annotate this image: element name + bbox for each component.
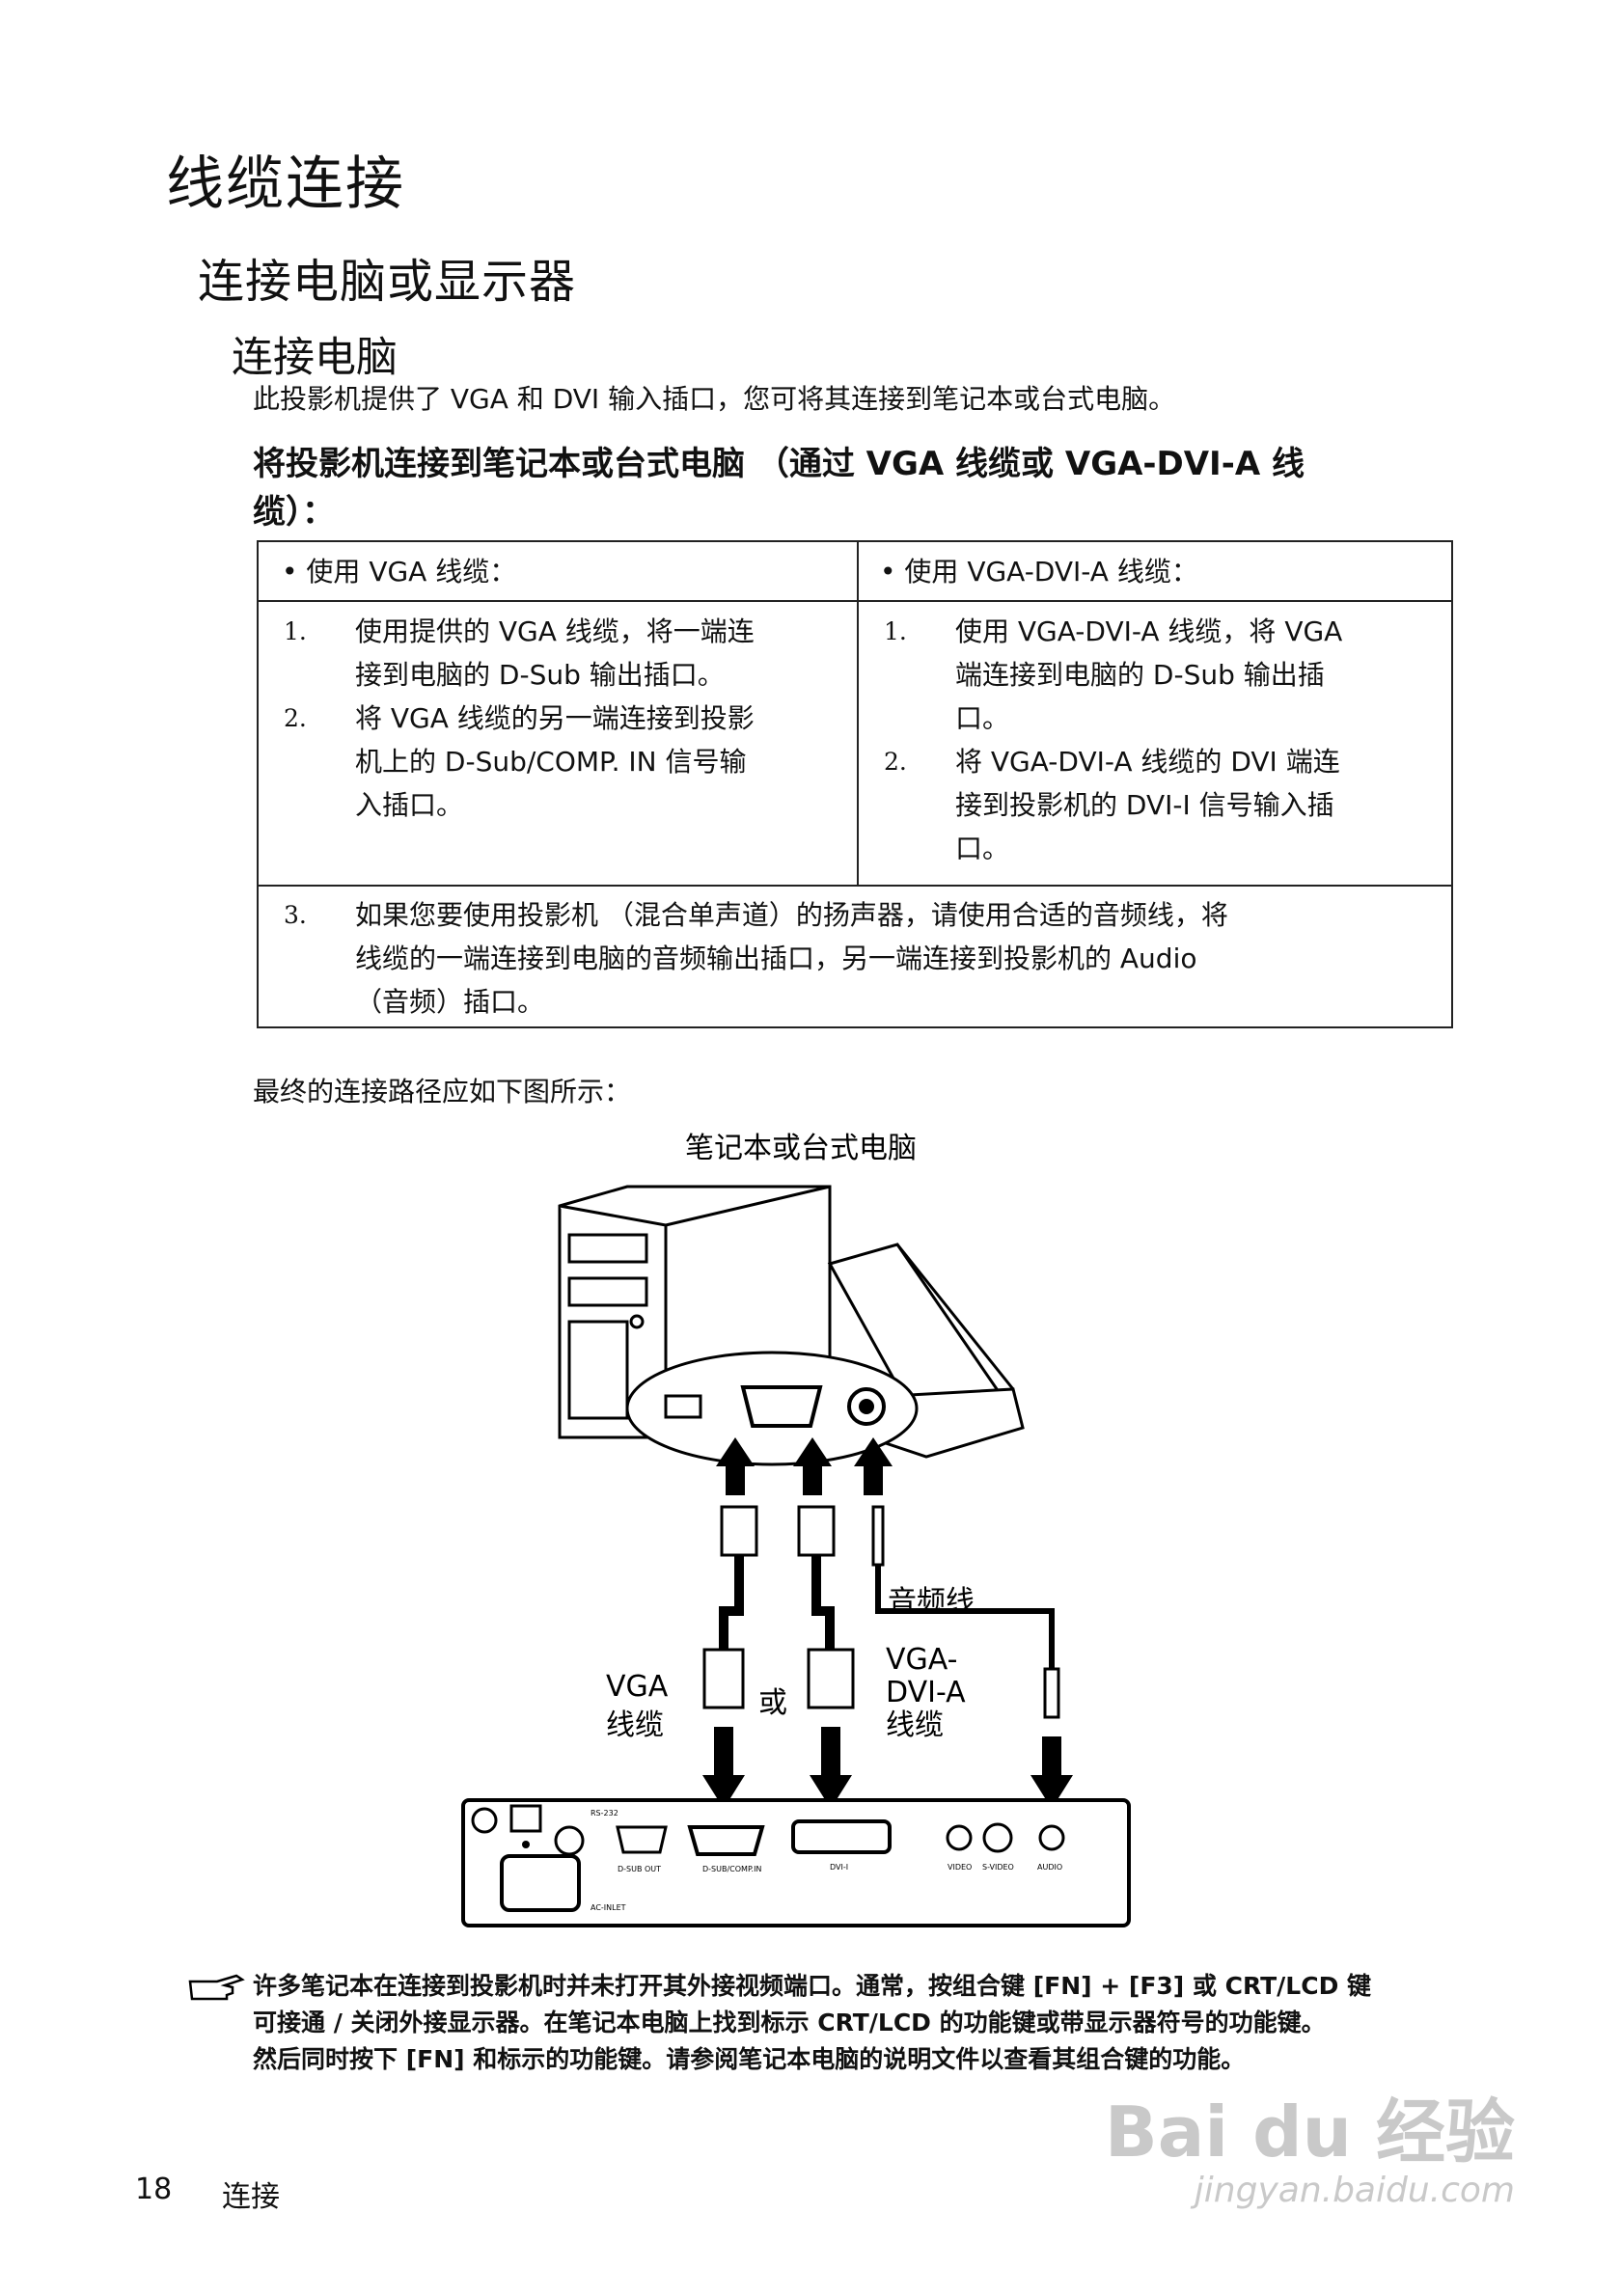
right-steps: 1. 使用 VGA-DVI-A 线缆，将 VGA 端连接到电脑的 D-Sub 输… [859, 610, 1452, 870]
computer-ports-callout [625, 1351, 919, 1466]
arrow-up-icon [716, 1437, 755, 1495]
video-port-icon [946, 1824, 973, 1851]
step-line: 使用 VGA-DVI-A 线缆，将 VGA [955, 615, 1343, 647]
dsub-comp-in-port-icon [687, 1825, 765, 1856]
arrow-down-icon [1030, 1736, 1073, 1809]
step-line: 口。 [955, 702, 1010, 734]
vga-connector-icon [702, 1648, 745, 1709]
up-arrows [716, 1437, 893, 1495]
ac-inlet-icon [500, 1854, 581, 1912]
dsub-out-port-icon [616, 1825, 668, 1854]
step-line: 口。 [955, 833, 1010, 864]
usb-port-icon [664, 1394, 702, 1419]
page-number: 18 [135, 2173, 173, 2206]
audio-plug-icon [1043, 1667, 1060, 1719]
vga-cable-label-2: 线缆 [606, 1708, 664, 1742]
subsection-heading: 连接电脑 [232, 334, 398, 382]
rs232-label: RS-232 [591, 1809, 618, 1818]
pointing-hand-icon [188, 1974, 245, 2001]
ac-inlet-label: AC-INLET [591, 1903, 626, 1912]
step-number: 2. [884, 748, 907, 776]
right-step-1: 1. 使用 VGA-DVI-A 线缆，将 VGA 端连接到电脑的 D-Sub 输… [859, 610, 1452, 740]
video-label: VIDEO [948, 1863, 972, 1872]
connection-diagram: 笔记本或台式电脑 音频线 VGA 线缆 或 [461, 1132, 1131, 1927]
rs232-port-icon [554, 1825, 585, 1856]
step-line: （音频）插口。 [355, 986, 545, 1018]
step-number: 3. [284, 901, 307, 929]
procedure-title-line-1: 将投影机连接到笔记本或台式电脑 （通过 VGA 线缆或 VGA-DVI-A 线 [253, 445, 1305, 483]
usb-port-icon [509, 1804, 542, 1833]
step-number: 2. [284, 704, 307, 732]
vga-connector-icon [797, 1505, 836, 1557]
procedure-title-line-2: 缆）： [253, 493, 335, 532]
procedure-title: 将投影机连接到笔记本或台式电脑 （通过 VGA 线缆或 VGA-DVI-A 线 … [253, 440, 1449, 536]
audio-plug-icon [871, 1505, 885, 1567]
cables [702, 1505, 1060, 1719]
bottom-step: 3. 如果您要使用投影机 （混合单声道）的扬声器，请使用合适的音频线，将 线缆的… [259, 893, 1451, 1024]
step-line: 端连接到电脑的 D-Sub 输出插 [955, 659, 1325, 691]
step-line: 接到电脑的 D-Sub 输出插口。 [355, 659, 725, 691]
or-label: 或 [758, 1686, 787, 1720]
table-header-divider [259, 600, 1451, 602]
dvi-connector-icon [807, 1648, 855, 1709]
vga-port-icon [740, 1385, 823, 1428]
right-column-header: • 使用 VGA-DVI-A 线缆： [880, 556, 1198, 588]
arrow-up-icon [793, 1437, 832, 1495]
vgadvi-cable-label-3: 线缆 [886, 1708, 944, 1742]
step-number: 1. [884, 617, 907, 645]
table-column-divider [857, 542, 859, 885]
bottom-step-3: 3. 如果您要使用投影机 （混合单声道）的扬声器，请使用合适的音频线，将 线缆的… [259, 893, 1451, 1024]
instructions-table: • 使用 VGA 线缆： • 使用 VGA-DVI-A 线缆： 1. 使用提供的… [257, 540, 1453, 1028]
arrow-down-icon [702, 1727, 745, 1809]
computer-label: 笔记本或台式电脑 [685, 1132, 917, 1165]
step-line: 机上的 D-Sub/COMP. IN 信号输 [355, 746, 747, 778]
audio-cable-label: 音频线 [888, 1585, 975, 1619]
left-step-1: 1. 使用提供的 VGA 线缆，将一端连 接到电脑的 D-Sub 输出插口。 [259, 610, 852, 697]
s-video-label: S-VIDEO [982, 1863, 1014, 1872]
section-heading: 连接电脑或显示器 [198, 255, 577, 309]
s-video-port-icon [982, 1822, 1013, 1853]
dvi-i-label: DVI-I [830, 1863, 848, 1872]
vga-cable-label-1: VGA [606, 1670, 669, 1704]
down-arrows [702, 1727, 1073, 1809]
left-steps: 1. 使用提供的 VGA 线缆，将一端连 接到电脑的 D-Sub 输出插口。 2… [259, 610, 852, 827]
vgadvi-cable-label-1: VGA- [886, 1643, 957, 1677]
footer-section-label: 连接 [222, 2180, 280, 2214]
step-line: 接到投影机的 DVI-I 信号输入插 [955, 789, 1334, 821]
watermark-url: jingyan.baidu.com [1194, 2171, 1515, 2210]
diagram-intro: 最终的连接路径应如下图所示： [253, 1076, 632, 1107]
dvi-i-port-icon [791, 1819, 892, 1854]
page-title: 线缆连接 [166, 150, 405, 218]
watermark: Bai du 经验 jingyan.baidu.com [1105, 2093, 1515, 2210]
arrow-down-icon [810, 1727, 852, 1809]
tip-note: 许多笔记本在连接到投影机时并未打开其外接视频端口。通常，按组合键 [FN] + … [253, 1968, 1469, 2078]
right-step-2: 2. 将 VGA-DVI-A 线缆的 DVI 端连 接到投影机的 DVI-I 信… [859, 740, 1452, 870]
note-line: 许多笔记本在连接到投影机时并未打开其外接视频端口。通常，按组合键 [FN] + … [253, 1972, 1372, 2000]
step-line: 如果您要使用投影机 （混合单声道）的扬声器，请使用合适的音频线，将 [355, 899, 1228, 931]
left-step-2: 2. 将 VGA 线缆的另一端连接到投影 机上的 D-Sub/COMP. IN … [259, 697, 852, 827]
table-row-divider [259, 885, 1451, 887]
intro-paragraph: 此投影机提供了 VGA 和 DVI 输入插口，您可将其连接到笔记本或台式电脑。 [253, 383, 1176, 415]
dsub-comp-in-label: D-SUB/COMP.IN [702, 1865, 761, 1873]
step-line: 将 VGA-DVI-A 线缆的 DVI 端连 [955, 746, 1340, 778]
audio-label: AUDIO [1037, 1863, 1062, 1872]
note-line: 然后同时按下 [FN] 和标示的功能键。请参阅笔记本电脑的说明文件以查看其组合键… [253, 2045, 1246, 2073]
dsub-out-label: D-SUB OUT [618, 1865, 661, 1873]
arrow-up-icon [854, 1437, 893, 1495]
audio-port-icon [1038, 1824, 1065, 1851]
step-line: 将 VGA 线缆的另一端连接到投影 [355, 702, 755, 734]
step-line: 线缆的一端连接到电脑的音频输出插口，另一端连接到投影机的 Audio [355, 943, 1197, 974]
step-line: 入插口。 [355, 789, 464, 821]
projector-rear-panel: RS-232 D-SUB OUT D-SUB/COMP.IN DVI-I VID… [461, 1798, 1131, 1927]
left-column-header: • 使用 VGA 线缆： [282, 556, 517, 588]
step-line: 使用提供的 VGA 线缆，将一端连 [355, 615, 755, 647]
vgadvi-cable-label-2: DVI-A [886, 1676, 966, 1709]
watermark-logo: Bai du 经验 [1104, 2091, 1515, 2173]
step-number: 1. [284, 617, 307, 645]
note-line: 可接通 / 关闭外接显示器。在笔记本电脑上找到标示 CRT/LCD 的功能键或带… [253, 2009, 1326, 2036]
vga-connector-icon [720, 1505, 758, 1557]
